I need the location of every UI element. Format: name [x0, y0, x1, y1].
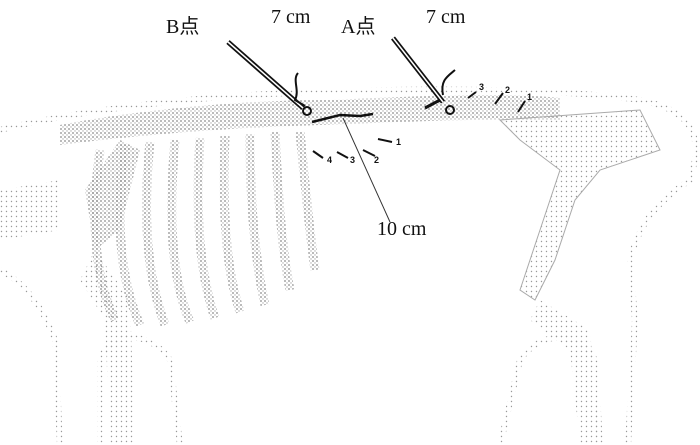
- marker-a-label: 2: [505, 85, 511, 95]
- distance-b-label: 7 cm: [271, 6, 311, 28]
- measure-b-7cm: [293, 72, 306, 107]
- hind-leg: [530, 300, 600, 445]
- distance-a-label: 7 cm: [426, 6, 466, 28]
- marker-a-label: 3: [479, 82, 485, 92]
- marker-b-label: 2: [374, 155, 380, 165]
- point-b-label: B点: [166, 16, 200, 38]
- measure-a-7cm: [441, 69, 456, 96]
- measure-10cm: [311, 112, 374, 124]
- marker-b-label: 3: [350, 155, 356, 165]
- scapula: [85, 140, 140, 250]
- distance-between-label: 10 cm: [377, 218, 427, 240]
- needle-a: [391, 36, 455, 115]
- markers: [312, 91, 526, 159]
- marker-b-label: 1: [396, 137, 402, 147]
- pelvis: [498, 109, 661, 301]
- marker-a-label: 1: [527, 92, 533, 102]
- needle-b: [226, 40, 312, 116]
- spine: [60, 94, 560, 145]
- leader-10cm: [342, 117, 391, 223]
- marker-b-label: 4: [327, 155, 333, 165]
- point-a-label: A点: [341, 16, 376, 38]
- front-leg: [80, 250, 135, 445]
- chest-stipple: [0, 180, 60, 240]
